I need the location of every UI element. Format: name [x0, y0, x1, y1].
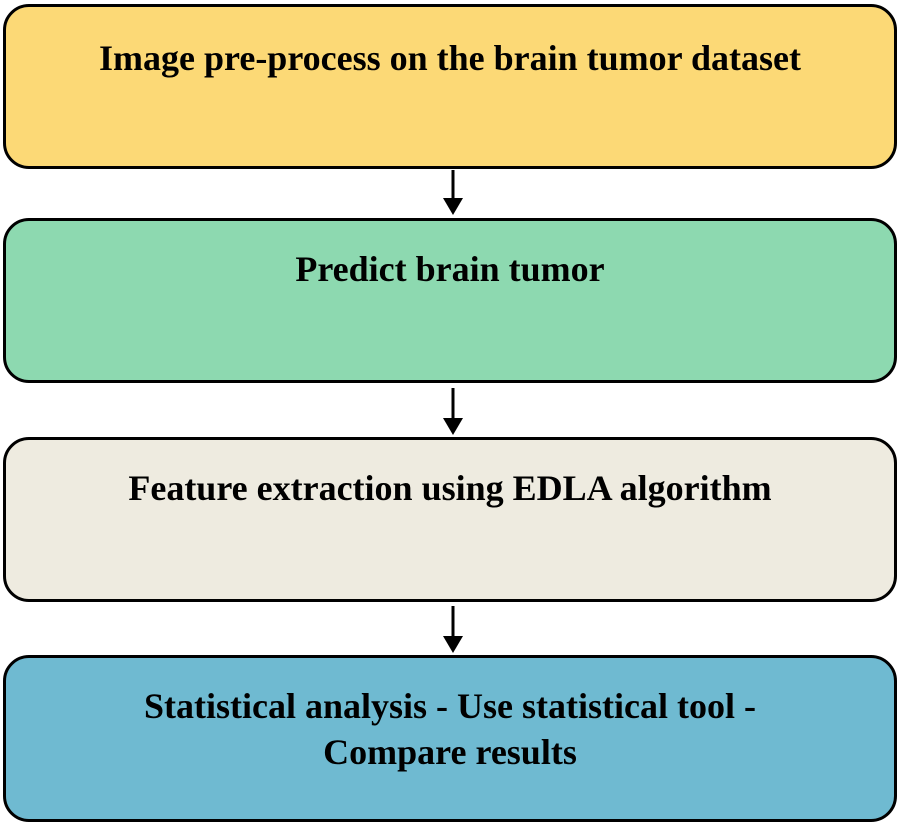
step-predict-brain-tumor: Predict brain tumor: [3, 218, 897, 383]
arrow-down-connector: [442, 606, 464, 654]
arrow-down-connector: [442, 170, 464, 216]
step-label: Statistical analysis - Use statistical t…: [144, 686, 756, 772]
step-image-preprocess: Image pre-process on the brain tumor dat…: [3, 4, 897, 169]
step-label: Feature extraction using EDLA algorithm: [128, 468, 772, 508]
step-label: Image pre-process on the brain tumor dat…: [99, 38, 801, 78]
step-label: Predict brain tumor: [295, 249, 605, 289]
step-statistical-analysis: Statistical analysis - Use statistical t…: [3, 655, 897, 822]
step-feature-extraction: Feature extraction using EDLA algorithm: [3, 437, 897, 602]
arrow-down-connector: [442, 388, 464, 436]
